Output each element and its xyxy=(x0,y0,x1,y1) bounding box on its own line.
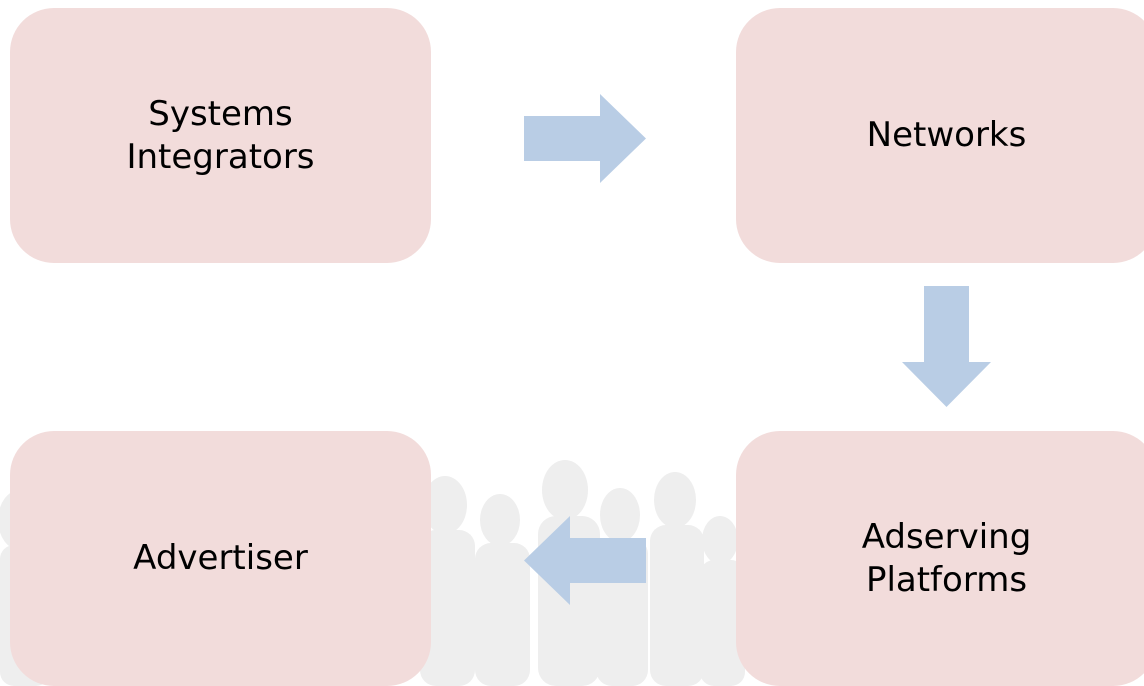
node-label: Systems Integrators xyxy=(126,93,315,177)
node-label: Adserving Platforms xyxy=(861,516,1032,600)
node-systems-integrators: Systems Integrators xyxy=(10,8,431,263)
arrow-down-icon xyxy=(902,286,991,407)
arrow-right-icon xyxy=(524,94,646,183)
node-label: Networks xyxy=(866,115,1027,155)
node-label: Advertiser xyxy=(133,538,308,578)
node-networks: Networks xyxy=(736,8,1144,263)
arrow-left-icon xyxy=(524,516,646,605)
node-advertiser: Advertiser xyxy=(10,431,431,686)
node-adserving-platforms: Adserving Platforms xyxy=(736,431,1144,686)
